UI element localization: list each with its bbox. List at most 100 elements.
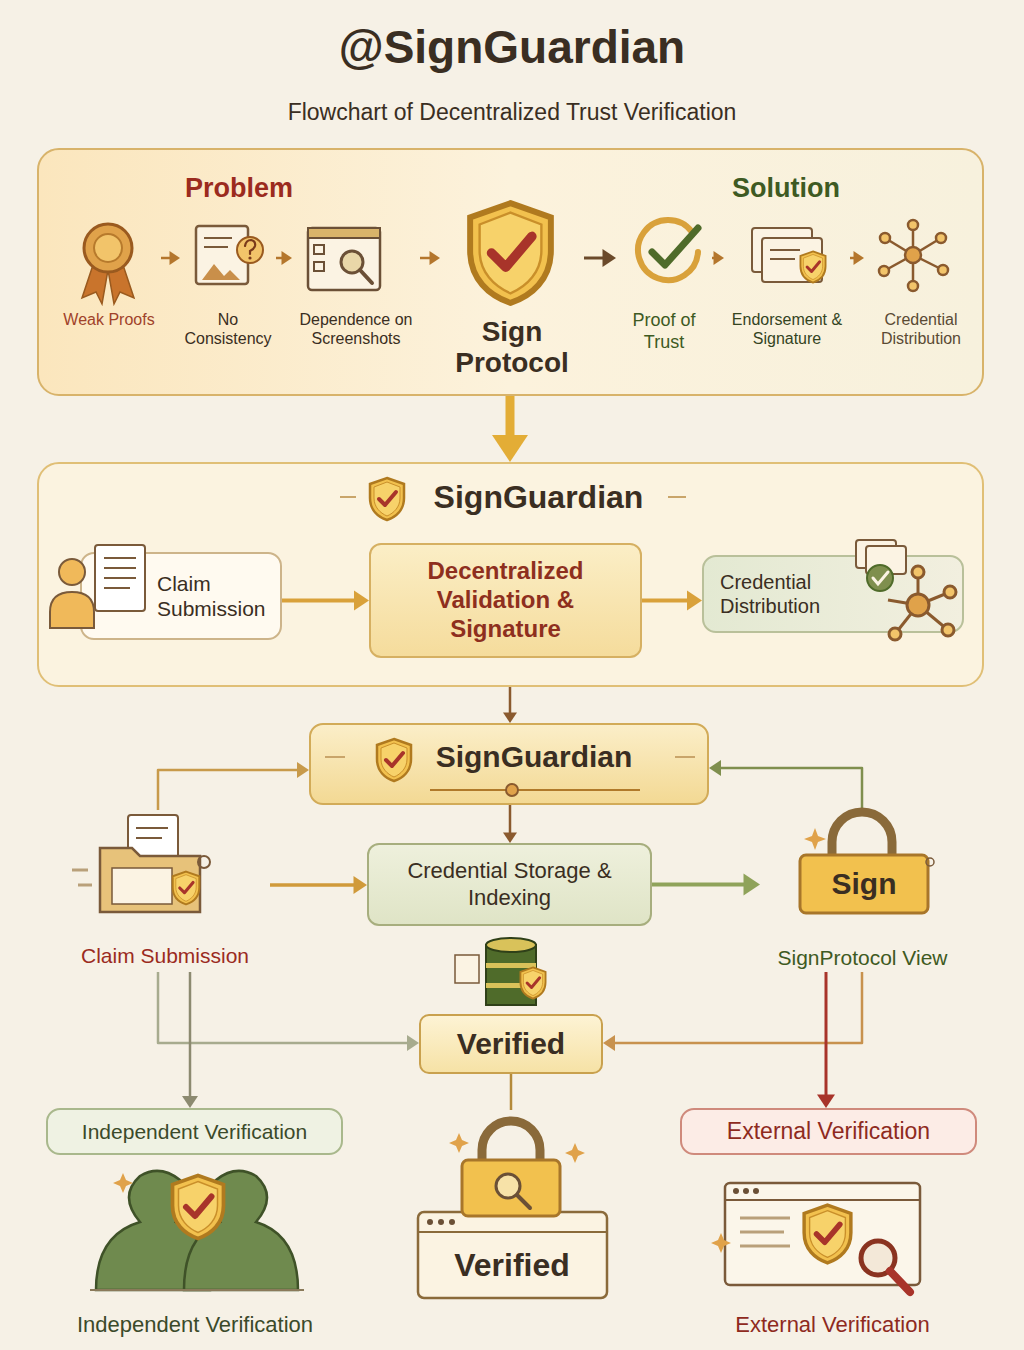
verified-browser-lock-part [427,1219,433,1225]
folder-claim-icon-part [78,884,92,887]
arrow-head [854,251,865,265]
document-question-icon-part [204,246,228,248]
arrow-head [714,251,725,265]
text-wrap: SignProtocol View [760,945,965,970]
distribution-icon-part [888,566,956,640]
connector [850,251,864,265]
connector [158,762,309,810]
distribution-icon-part [873,572,888,584]
text-wrap: Problem [39,172,439,204]
connector [503,805,517,843]
connector [276,251,292,265]
connector [270,876,367,894]
node-box: Credential Storage & Indexing [367,843,652,926]
database-icon-part [486,963,536,968]
connector [642,591,702,611]
document-question-icon-part [202,264,240,280]
node-text: Claim Submission [81,943,249,968]
verified-browser-lock-part [482,1121,540,1165]
verified-browser-lock-part [418,1231,607,1233]
node-text: Problem [39,172,439,204]
node-text: Decentralized Validation & Signature [385,557,626,643]
node-text: Sign [832,866,897,902]
external-browser-figure-part [743,1188,749,1194]
heading-shield-part [370,478,404,520]
document-question-icon-part [248,256,251,259]
folder-claim-icon-part [72,869,88,872]
connector [817,972,835,1108]
sign-lock-icon-part [800,855,928,913]
database-icon-part [520,967,545,998]
arrow-head [297,762,309,778]
external-browser-figure-part [740,1245,790,1248]
verified-browser-lock-part [438,1219,444,1225]
medal-icon [82,224,134,304]
person-claim-icon-part [50,592,94,628]
node-box: External Verification [680,1108,977,1155]
person-claim-icon-part [95,545,145,611]
node-text: Proof of Trust [616,310,712,353]
center-shield-decoration-part [377,739,411,781]
verified-browser-lock-part [449,1133,469,1153]
sign-lock-icon-part [926,858,934,866]
connector-line [158,972,409,1043]
distribution-icon-part-part [889,628,901,640]
heading-shield-part [668,496,686,498]
folder-claim-icon-part [198,856,210,868]
screenshot-browser-icon-part [308,228,380,290]
medal-icon-part [84,224,132,272]
sign-lock-icon-part [832,812,892,857]
node-box: Verified [419,1014,603,1074]
connector-line [825,972,828,1097]
arrow-head [817,1095,835,1109]
verified-browser-lock-part [565,1143,585,1163]
child-node: Decentralized Validation & Signature [369,543,642,658]
folder-claim-icon-part [136,827,168,829]
node-box: Independent Verification [46,1108,343,1155]
node-text: Endorsement & Signature [724,310,850,348]
external-browser-figure-part [740,1217,790,1220]
external-browser-figure-part [733,1188,739,1194]
subtitle-label: Flowchart of Decentralized Trust Verific… [0,99,1024,127]
endorsement-documents-icon-part [770,258,795,260]
child-node: Credential Distribution [702,555,964,633]
connector-line [189,972,192,1098]
network-icon-part [880,233,890,243]
arrow-head [354,876,368,894]
network-icon-part [936,233,946,243]
database-icon-part [455,955,479,983]
node-text: Dependence on Screenshots [292,310,420,348]
connector [282,591,369,611]
center-shield-decoration-part [430,789,640,791]
document-question-icon-part [237,237,263,263]
distribution-icon-part-part [912,566,924,578]
hooded-verifiers-figure-part [113,1173,133,1193]
node-text: Independent Verification [77,1312,313,1338]
node-box: SignGuardianClaim SubmissionDecentralize… [37,462,984,687]
person-claim-icon-part [59,559,85,585]
node-text: Credential Distribution [720,570,862,618]
center-shield-decoration [325,739,695,796]
arrow-head [430,251,441,265]
proof-check-icon-part [652,228,698,265]
folder-claim-icon-part [173,872,200,905]
distribution-icon-part-part [942,624,954,636]
arrow-head [687,591,702,611]
node-text: Credential Storage & Indexing [381,858,638,911]
child-node: Proof of Trust [616,217,712,357]
hooded-verifiers-figure-part [173,1176,224,1239]
network-icon-part [908,281,918,291]
medal-icon-part [94,234,122,262]
person-claim-icon-part [104,577,136,579]
connector-line [282,599,357,603]
screenshot-browser-icon-part [360,270,372,283]
sign-lock-icon [800,812,934,913]
network-icon [879,220,948,291]
person-claim-icon [50,545,145,628]
distribution-icon [856,540,956,640]
node-text: SignGuardian [436,739,633,775]
connector-line [509,805,512,835]
external-browser-figure-part [740,1231,784,1234]
node-text: Independent Verification [82,1119,307,1144]
